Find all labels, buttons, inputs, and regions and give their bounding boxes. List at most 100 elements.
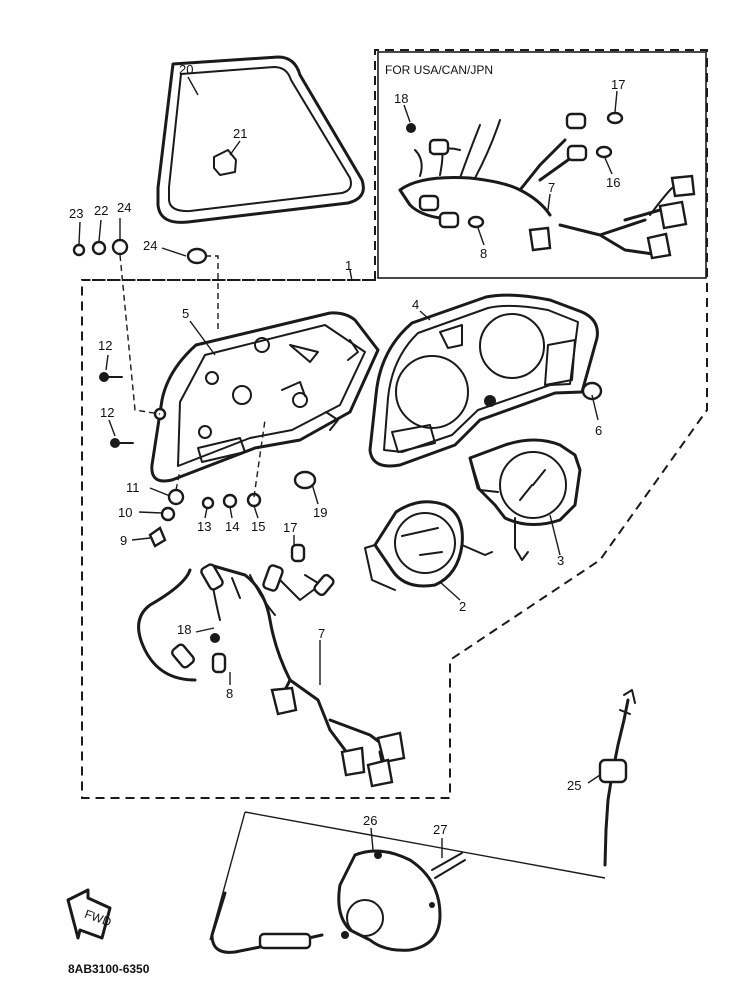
screw-part-27 bbox=[431, 852, 466, 879]
speedometer-needle-and-bracket bbox=[469, 457, 546, 501]
washer-part-22 bbox=[91, 240, 107, 256]
inset-bulb-sockets bbox=[418, 112, 588, 229]
callout-13: 13 bbox=[197, 519, 211, 534]
meter-case-inner-edge bbox=[177, 324, 366, 467]
inset-coupler-a bbox=[528, 226, 552, 252]
meter-case-part-5 bbox=[150, 311, 380, 483]
callout-1: 1 bbox=[345, 258, 352, 273]
callout-6: 6 bbox=[595, 423, 602, 438]
lower-drive-cable bbox=[210, 891, 324, 954]
grommet-part-24b bbox=[186, 247, 208, 265]
callout-12a: 12 bbox=[98, 338, 112, 353]
callout-4: 4 bbox=[412, 297, 419, 312]
callout-24b: 24 bbox=[143, 238, 157, 253]
callout-10: 10 bbox=[118, 505, 132, 520]
callout-25: 25 bbox=[567, 778, 581, 793]
callout-14: 14 bbox=[225, 519, 239, 534]
callout-7: 7 bbox=[318, 626, 325, 641]
meter-panel-part-4 bbox=[368, 293, 599, 468]
inset-coupler-b bbox=[646, 232, 672, 260]
collar-part-11 bbox=[167, 488, 185, 506]
callout-17-inset: 17 bbox=[611, 77, 625, 92]
damper-part-6 bbox=[581, 381, 603, 401]
gear-unit-hub bbox=[346, 899, 384, 937]
cable-sleeve bbox=[598, 758, 628, 784]
washer-part-13 bbox=[201, 496, 215, 510]
cable-group-dashed-link bbox=[209, 811, 606, 941]
callout-22: 22 bbox=[94, 203, 108, 218]
callout-7-inset: 7 bbox=[548, 180, 555, 195]
tachometer-window bbox=[395, 355, 469, 429]
inset-bulb-part-17 bbox=[606, 111, 624, 125]
inset-coupler-c bbox=[658, 200, 688, 230]
callout-18: 18 bbox=[177, 622, 191, 637]
callout-26: 26 bbox=[363, 813, 377, 828]
callout-20: 20 bbox=[179, 62, 193, 77]
speedometer-face bbox=[499, 451, 567, 519]
inset-coupler-d bbox=[670, 174, 696, 198]
bulb-socket-part-18 bbox=[210, 633, 220, 643]
callout-8-inset: 8 bbox=[480, 246, 487, 261]
harness-coupler-d bbox=[366, 758, 394, 788]
callout-2: 2 bbox=[459, 599, 466, 614]
callout-numbers: 1 2 3 4 5 6 7 7 8 8 9 10 11 12 12 13 14 … bbox=[69, 62, 625, 837]
callout-19: 19 bbox=[313, 505, 327, 520]
wire-harness-part-7 bbox=[137, 563, 392, 777]
callout-23: 23 bbox=[69, 206, 83, 221]
inset-bulb-part-16 bbox=[595, 145, 613, 159]
inset-bulb-part-8 bbox=[467, 215, 485, 229]
indicator-window-upper bbox=[439, 324, 463, 349]
washer-part-14 bbox=[222, 493, 238, 509]
callout-18-inset: 18 bbox=[394, 91, 408, 106]
callout-27: 27 bbox=[433, 822, 447, 837]
callout-16: 16 bbox=[606, 175, 620, 190]
lens-seal-part-21 bbox=[213, 149, 237, 176]
speedometer-lead-wire bbox=[514, 517, 529, 561]
drawing-code: 8AB3100-6350 bbox=[68, 962, 150, 976]
callout-15: 15 bbox=[251, 519, 265, 534]
cable-end-fitting bbox=[619, 689, 636, 715]
grommet-part-24a bbox=[111, 238, 129, 256]
harness-coupler-a bbox=[270, 686, 298, 716]
harness-branch-wires bbox=[209, 569, 321, 621]
callout-5: 5 bbox=[182, 306, 189, 321]
small-hardware bbox=[72, 111, 624, 674]
main-assembly-dashed-outline bbox=[81, 49, 708, 799]
washer-part-10 bbox=[160, 506, 176, 522]
callout-24a: 24 bbox=[117, 200, 131, 215]
damper-part-19 bbox=[293, 470, 317, 490]
callout-17: 17 bbox=[283, 520, 297, 535]
indicator-window-right bbox=[544, 339, 576, 386]
callout-11: 11 bbox=[126, 480, 140, 495]
meter-lens-part-20 bbox=[156, 55, 365, 224]
meter-case-socket-details bbox=[197, 337, 359, 463]
speedometer-window bbox=[479, 313, 545, 379]
harness-coupler-b bbox=[376, 731, 406, 764]
callout-3: 3 bbox=[557, 553, 564, 568]
nut-part-9 bbox=[148, 526, 167, 548]
indicator-window-lower bbox=[391, 424, 436, 453]
leader-lines bbox=[78, 76, 618, 858]
forward-direction-arrow: FWD bbox=[66, 888, 114, 940]
callout-21: 21 bbox=[233, 126, 247, 141]
inset-wire-harness-part-7 bbox=[398, 138, 662, 257]
inset-label: FOR USA/CAN/JPN bbox=[385, 63, 493, 77]
inset-harness-branch-wires bbox=[414, 119, 501, 179]
tachometer-bracket-and-lead bbox=[364, 527, 493, 591]
harness-bulb-sockets bbox=[171, 563, 335, 669]
bulb-part-8 bbox=[211, 652, 227, 674]
inset-socket-part-18 bbox=[406, 123, 416, 133]
usa-can-jpn-inset-box bbox=[377, 51, 707, 279]
washer-part-23 bbox=[72, 243, 86, 257]
inset-coupler-wire bbox=[649, 187, 673, 216]
speedometer-gauge-part-3 bbox=[468, 438, 582, 526]
tachometer-face bbox=[394, 512, 456, 574]
harness-coupler-c bbox=[340, 746, 366, 777]
callout-12b: 12 bbox=[100, 405, 114, 420]
bulb-part-17 bbox=[290, 543, 306, 563]
lower-cable-end bbox=[258, 932, 312, 950]
meter-panel-inner-edge bbox=[383, 304, 579, 453]
meter-lens-inner-edge bbox=[168, 66, 352, 213]
callout-8: 8 bbox=[226, 686, 233, 701]
